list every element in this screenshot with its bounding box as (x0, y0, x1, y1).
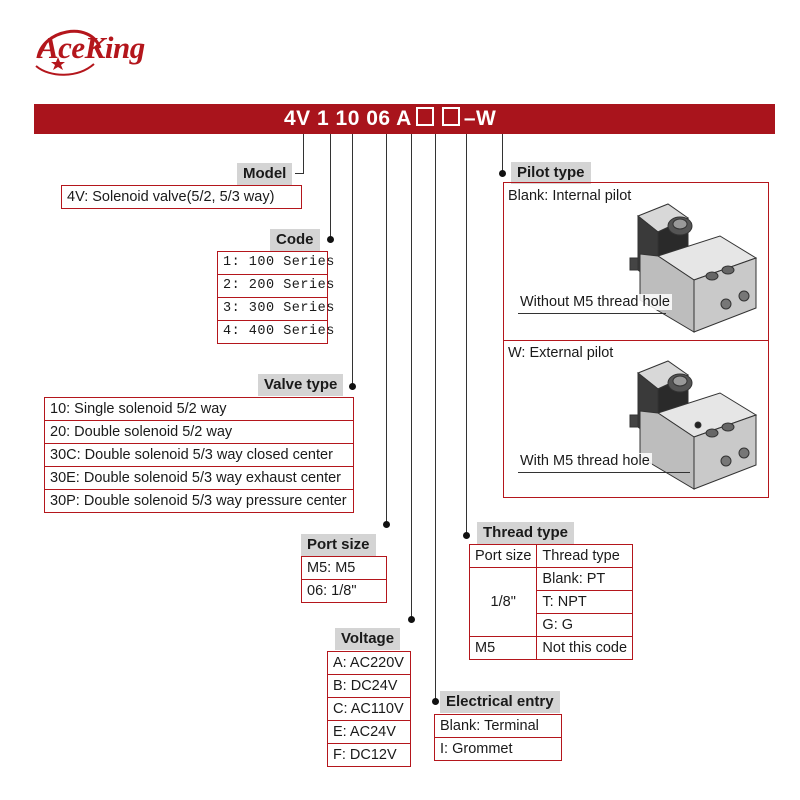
code-placeholder-box (441, 107, 460, 126)
voltage-label: Voltage (335, 628, 401, 650)
voltage-option: F: DC12V (333, 747, 397, 763)
code-option: 4: 400 Series (223, 324, 335, 339)
electrical-entry-label: Electrical entry (440, 691, 560, 713)
callout-underline (518, 313, 666, 314)
thread-table-header: Thread type (536, 544, 634, 568)
brand-logo: AceKing (30, 18, 180, 80)
valve-illustration-icon (629, 360, 758, 490)
logo-swoosh-icon (35, 29, 102, 76)
code-option: 2: 200 Series (218, 275, 334, 298)
valve-type-option: 30C: Double solenoid 5/3 way closed cent… (45, 444, 353, 467)
port-size-option: 06: 1/8" (307, 583, 357, 599)
valve-type-option: 30E: Double solenoid 5/3 way exhaust cen… (45, 467, 353, 490)
callout-underline (518, 472, 690, 473)
electrical-entry-option: I: Grommet (440, 741, 513, 757)
internal-pilot-callout: Without M5 thread hole (518, 294, 672, 310)
thread-table-header: Port size (468, 544, 538, 568)
electrical-entry-option: Blank: Terminal (435, 715, 561, 738)
thread-type-table: Port size Thread type 1/8" Blank: PT T: … (468, 544, 634, 660)
brand-name: AceKing (38, 30, 145, 65)
electrical-entry-box: Blank: Terminal I: Grommet (434, 714, 562, 761)
thread-option: Not this code (536, 636, 634, 660)
external-pilot-label: W: External pilot (508, 345, 614, 361)
voltage-option: E: AC24V (328, 721, 410, 744)
code-option: 1: 100 Series (218, 252, 334, 275)
voltage-option: A: AC220V (328, 652, 410, 675)
model-code: 4V 1 10 06 A –W (284, 104, 496, 134)
code-label: Code (270, 229, 320, 251)
pilot-divider (503, 340, 769, 341)
valve-type-label: Valve type (258, 374, 344, 396)
valve-type-option: 10: Single solenoid 5/2 way (45, 398, 353, 421)
code-option: 3: 300 Series (218, 298, 334, 321)
pilot-type-label: Pilot type (511, 162, 591, 184)
code-placeholder-box (415, 107, 434, 126)
model-box: 4V: Solenoid valve(5/2, 5/3 way) (61, 185, 302, 209)
external-pilot-callout: With M5 thread hole (518, 453, 652, 469)
thread-type-label: Thread type (477, 522, 575, 544)
port-size-option: M5: M5 (302, 557, 386, 580)
thread-option: T: NPT (536, 590, 634, 614)
valve-type-option: 20: Double solenoid 5/2 way (45, 421, 353, 444)
model-label: Model (237, 163, 293, 185)
voltage-box: A: AC220V B: DC24V C: AC110V E: AC24V F:… (327, 651, 411, 767)
valve-type-box: 10: Single solenoid 5/2 way 20: Double s… (44, 397, 354, 513)
code-banner (34, 104, 775, 134)
port-size-box: M5: M5 06: 1/8" (301, 556, 387, 603)
thread-option: Blank: PT (536, 567, 634, 591)
model-code-main: 4V 1 10 06 A (284, 107, 412, 130)
model-option: 4V: Solenoid valve(5/2, 5/3 way) (67, 189, 275, 205)
port-size-label: Port size (301, 534, 376, 556)
voltage-option: B: DC24V (328, 675, 410, 698)
thread-group-label: 1/8" (468, 567, 538, 637)
model-code-suffix: –W (463, 107, 497, 130)
code-box: 1: 100 Series 2: 200 Series 3: 300 Serie… (217, 251, 335, 344)
valve-illustration-icon (629, 203, 758, 333)
voltage-option: C: AC110V (328, 698, 410, 721)
thread-port-size: M5 (468, 636, 538, 660)
internal-pilot-label: Blank: Internal pilot (508, 188, 632, 204)
valve-type-option: 30P: Double solenoid 5/3 way pressure ce… (50, 493, 347, 509)
table-row: Port size Thread type (468, 544, 634, 568)
table-row: T: NPT (470, 590, 634, 614)
table-row: 1/8" Blank: PT (468, 567, 634, 637)
table-row: M5 Not this code (468, 636, 634, 660)
thread-option: G: G (536, 613, 634, 637)
